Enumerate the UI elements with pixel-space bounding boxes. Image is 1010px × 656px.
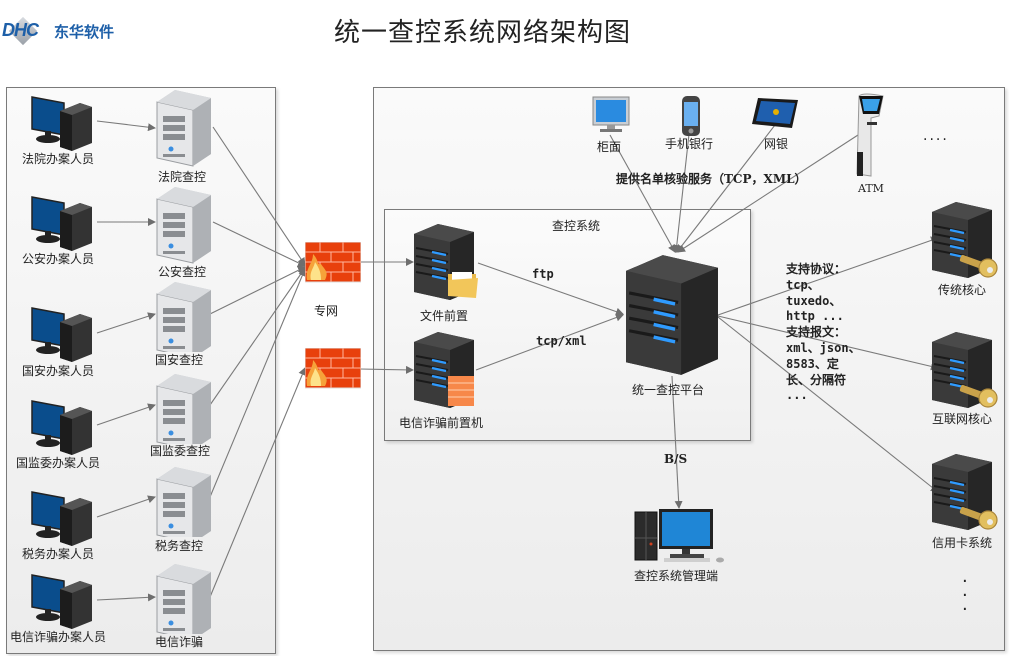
workstation-icon [30,399,94,459]
ftp-label: ftp [532,267,554,281]
fraud-front-server-icon [412,330,482,416]
protocol-line: tuxedo、 [786,293,842,308]
tcp-xml-label: tcp/xml [536,334,587,348]
protocol-line: 8583、定 [786,356,839,371]
backends-more: ··· [962,571,968,620]
protocol-line: 支持协议： [786,262,847,276]
mobile-phone-icon [681,95,701,141]
protocol-line: 支持报文： [786,325,847,340]
backend-label: 信用卡系统 [932,536,993,550]
protocol-line: tcp、 [786,277,820,292]
credit-card-server-icon [930,452,1000,538]
file-front-server-icon [412,222,482,308]
workstation-icon [30,573,94,633]
channel-label: 网银 [764,137,789,151]
monitor-icon [592,96,630,140]
protocol-notes: 支持协议： tcp、 tuxedo、 http ... 支持报文： xml、js… [786,262,861,404]
dhc-logo-icon: DHC [2,16,48,46]
company-name: 东华软件 [54,22,115,41]
workstation-icon [30,490,94,550]
user-label: 税务办案人员 [22,547,95,561]
core-system-title: 查控系统 [552,219,601,233]
server-icon [155,185,213,269]
server-icon [155,562,213,641]
protocol-line: ... [786,388,808,403]
server-icon [155,280,213,359]
channel-label: ATM [858,182,884,195]
server-label: 公安查控 [158,265,207,279]
private-network-label: 专网 [314,304,339,318]
user-label: 公安办案人员 [22,252,95,266]
user-label: 国安办案人员 [22,364,95,378]
server-label: 国监委查控 [150,444,211,458]
service-label: 提供名单核验服务（TCP，XML） [616,172,807,186]
channels-more: .... [923,128,949,144]
protocol-line: xml、json、 [786,340,861,355]
channel-label: 手机银行 [665,137,714,151]
server-icon [155,372,213,451]
page-title: 统一查控系统网络架构图 [334,18,632,48]
platform-server-icon [623,252,721,382]
server-label: 税务查控 [155,539,204,553]
user-label: 国监委办案人员 [16,456,101,470]
atm-icon [853,92,889,182]
firewall-icon [304,241,362,287]
admin-label: 查控系统管理端 [634,569,719,583]
protocol-line: 长、分隔符 [786,372,847,387]
fraud-front-label: 电信诈骗前置机 [399,416,484,430]
firewall-icon [304,347,362,393]
server-icon [155,88,213,172]
bs-label: B/S [664,452,688,466]
internet-core-server-icon [930,330,1000,416]
core-banking-server-icon [930,200,1000,286]
server-label: 法院查控 [158,170,207,184]
server-icon [155,465,213,544]
server-label: 电信诈骗 [155,635,204,649]
workstation-icon [30,95,94,155]
backend-label: 互联网核心 [932,412,993,426]
file-front-label: 文件前置 [420,309,469,323]
channel-label: 柜面 [597,140,622,154]
platform-label: 统一查控平台 [632,383,705,397]
admin-workstation-icon [634,508,728,568]
user-label: 法院办案人员 [22,152,95,166]
backend-label: 传统核心 [938,283,987,297]
tablet-icon [752,96,800,134]
company-logo: DHC 东华软件 [2,16,115,46]
server-label: 国安查控 [155,353,204,367]
user-label: 电信诈骗办案人员 [10,630,107,644]
workstation-icon [30,306,94,366]
workstation-icon [30,195,94,255]
protocol-line: http ... [786,309,844,324]
